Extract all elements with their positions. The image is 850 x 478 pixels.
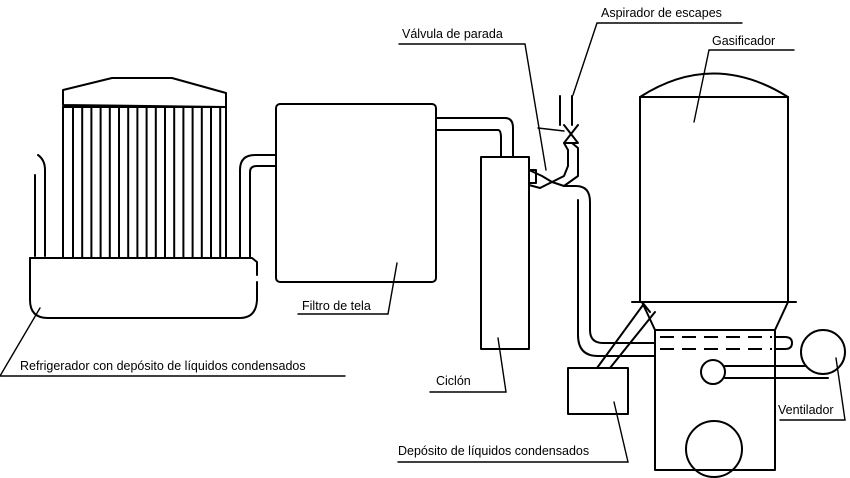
refrigerador (29, 77, 277, 319)
leader-lines (0, 22, 846, 463)
label-aspirador: Aspirador de escapes (601, 6, 722, 20)
label-filtro: Filtro de tela (302, 299, 371, 313)
deposito-liquidos (567, 301, 656, 415)
valvula-y-aspirador (528, 95, 656, 357)
label-deposito: Depósito de líquidos condensados (398, 444, 590, 458)
refrigerador-tank (29, 257, 258, 319)
label-gasificador: Gasificador (712, 34, 776, 48)
filtro-de-tela (275, 103, 514, 283)
gasificador (631, 72, 846, 478)
label-refrigerador: Refrigerador con depósito de líquidos co… (20, 359, 306, 373)
label-valvula: Válvula de parada (402, 27, 503, 41)
refrigerador-tubes (72, 107, 222, 259)
label-ciclon: Ciclón (436, 374, 471, 388)
ciclon (480, 156, 537, 350)
label-ventilador: Ventilador (778, 403, 834, 417)
refrigerador-cap (62, 77, 227, 108)
